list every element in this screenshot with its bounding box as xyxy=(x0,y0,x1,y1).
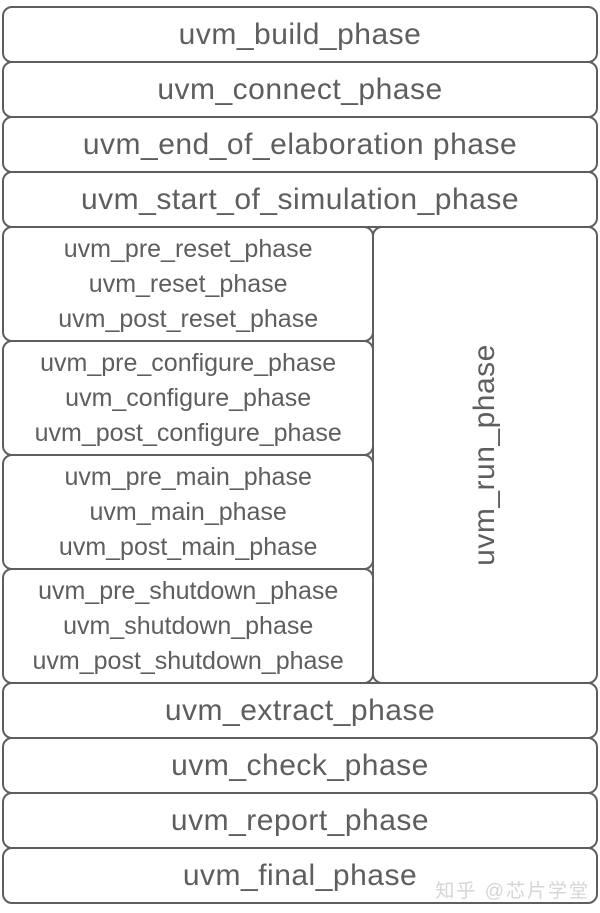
phase-label-pre-reset: uvm_pre_reset_phase xyxy=(63,234,313,263)
phase-box-build: uvm_build_phase xyxy=(2,6,598,63)
phase-group-main: uvm_pre_main_phase uvm_main_phase uvm_po… xyxy=(2,454,375,570)
run-phase-section: uvm_pre_reset_phase uvm_reset_phase uvm_… xyxy=(2,226,598,684)
phase-box-extract: uvm_extract_phase xyxy=(2,682,598,739)
phase-label-post-main: uvm_post_main_phase xyxy=(58,532,318,561)
run-phase-groups: uvm_pre_reset_phase uvm_reset_phase uvm_… xyxy=(2,226,375,684)
phase-box-final: uvm_final_phase xyxy=(2,847,598,904)
phase-label-run: uvm_run_phase xyxy=(468,344,502,566)
phase-label-main: uvm_main_phase xyxy=(89,497,287,526)
phase-box-check: uvm_check_phase xyxy=(2,737,598,794)
phase-label-pre-configure: uvm_pre_configure_phase xyxy=(40,348,337,377)
phase-group-configure: uvm_pre_configure_phase uvm_configure_ph… xyxy=(2,340,375,456)
phase-label-connect: uvm_connect_phase xyxy=(157,72,443,106)
phase-label-pre-main: uvm_pre_main_phase xyxy=(64,462,312,491)
phase-label-final: uvm_final_phase xyxy=(182,858,418,892)
phase-stack: uvm_build_phase uvm_connect_phase uvm_en… xyxy=(2,6,598,904)
phase-label-check: uvm_check_phase xyxy=(171,748,429,782)
phase-label-pre-shutdown: uvm_pre_shutdown_phase xyxy=(38,576,339,605)
phase-label-post-configure: uvm_post_configure_phase xyxy=(34,418,342,447)
phase-label-configure: uvm_configure_phase xyxy=(65,383,312,412)
phase-label-extract: uvm_extract_phase xyxy=(164,693,436,727)
phase-box-run: uvm_run_phase xyxy=(372,226,598,684)
phase-box-connect: uvm_connect_phase xyxy=(2,61,598,118)
phase-box-report: uvm_report_phase xyxy=(2,792,598,849)
phase-label-shutdown: uvm_shutdown_phase xyxy=(63,611,314,640)
phase-label-start-of-simulation: uvm_start_of_simulation_phase xyxy=(80,182,520,216)
phase-label-build: uvm_build_phase xyxy=(178,17,422,51)
phase-group-reset: uvm_pre_reset_phase uvm_reset_phase uvm_… xyxy=(2,226,375,342)
phase-label-report: uvm_report_phase xyxy=(170,803,430,837)
phase-label-post-reset: uvm_post_reset_phase xyxy=(58,304,319,333)
phase-group-shutdown: uvm_pre_shutdown_phase uvm_shutdown_phas… xyxy=(2,568,375,684)
phase-label-post-shutdown: uvm_post_shutdown_phase xyxy=(32,646,344,675)
phase-box-start-of-simulation: uvm_start_of_simulation_phase xyxy=(2,171,598,228)
phase-label-reset: uvm_reset_phase xyxy=(88,269,288,298)
phase-label-end-of-elaboration: uvm_end_of_elaboration phase xyxy=(82,127,518,161)
phase-box-end-of-elaboration: uvm_end_of_elaboration phase xyxy=(2,116,598,173)
